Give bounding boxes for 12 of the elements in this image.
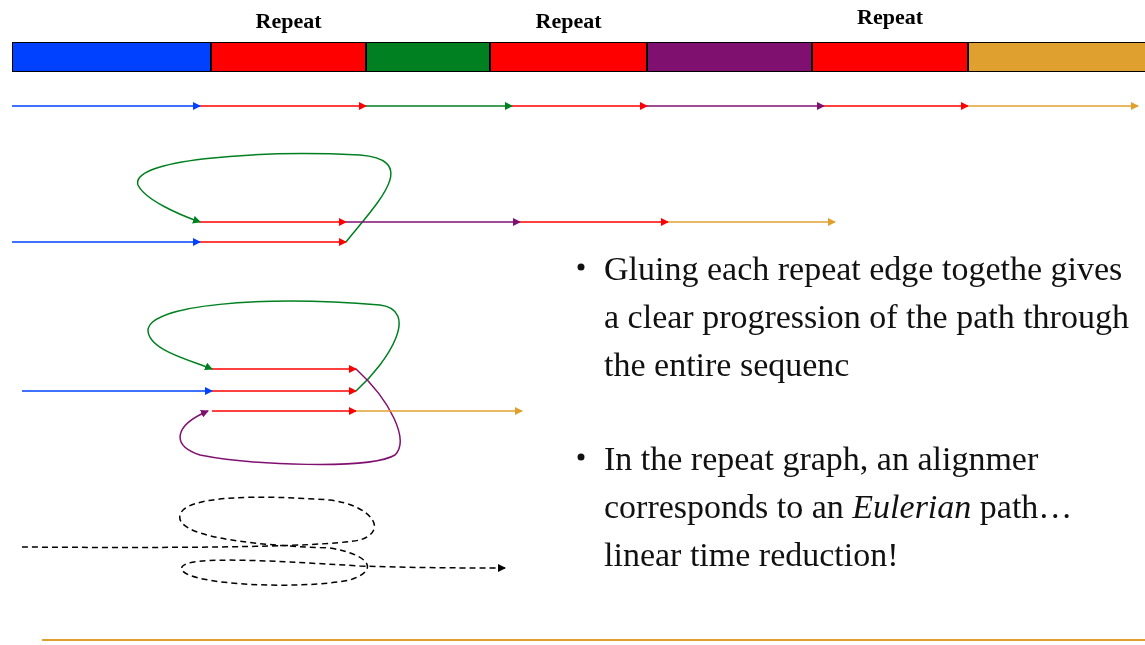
repeat-label: Repeat [535, 8, 602, 34]
repeat-label: Repeat [857, 4, 923, 30]
sequence-segment [211, 42, 366, 72]
repeat-label: Repeat [255, 8, 322, 34]
bullet-text: Gluing each repeat edge togethe gives a clear progression of the path through the entire sequenc [604, 249, 1130, 385]
sequence-segment [12, 42, 211, 72]
sequence-segment [968, 42, 1145, 72]
sequence-segment [490, 42, 647, 72]
sequence-segment [812, 42, 968, 72]
sequence-segment [647, 42, 812, 72]
sequence-segment [366, 42, 490, 72]
bullet-text: In the repeat graph, an alignmer corresponds to an Eulerian path…linear time reduction! [604, 439, 1074, 575]
